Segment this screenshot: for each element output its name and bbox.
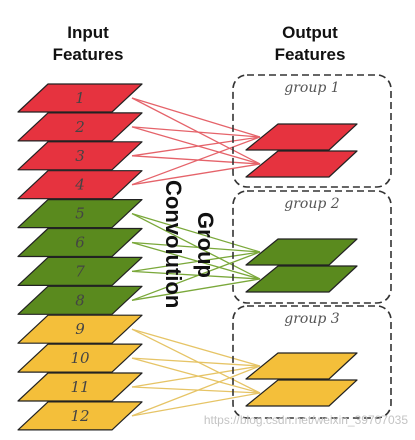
input-feature-layer — [17, 141, 143, 171]
group-label: group 2 — [284, 196, 340, 212]
output-header-line2: Features — [275, 45, 346, 64]
connection-line — [131, 328, 261, 367]
input-header-line2: Features — [53, 45, 124, 64]
connection-line — [131, 241, 261, 280]
side-label-group: Group — [193, 212, 218, 278]
connection-line — [131, 365, 261, 417]
input-feature-layer — [17, 285, 143, 315]
connection-line — [131, 365, 261, 388]
input-feature-layer — [17, 227, 143, 258]
input-feature-layer — [17, 343, 143, 373]
input-layer-number: 1 — [75, 89, 85, 107]
connection-line — [131, 126, 261, 165]
group-box — [232, 74, 392, 188]
input-feature-layer — [17, 401, 143, 431]
group-boxes: group 1 group 2 group 3 — [232, 74, 392, 419]
connection-line — [131, 328, 261, 394]
connection-line — [131, 136, 261, 186]
group-label: group 1 — [284, 80, 339, 96]
input-layer-number: 2 — [74, 118, 85, 136]
connection-line — [131, 212, 261, 253]
connection-line — [131, 270, 261, 280]
input-layer-number: 9 — [75, 320, 85, 338]
connection-line — [131, 251, 261, 301]
group-box — [232, 305, 392, 419]
input-layer-number: 10 — [70, 349, 90, 367]
input-layer-number: 11 — [70, 378, 89, 396]
output-feature-layer — [245, 379, 358, 407]
side-label-convolution: Convolution — [161, 180, 186, 308]
connection-line — [131, 357, 261, 394]
connection-line — [131, 136, 261, 157]
connection-line — [131, 357, 261, 367]
connection-line — [131, 392, 261, 417]
input-layer-number: 5 — [75, 205, 85, 223]
connection-line — [131, 241, 261, 253]
output-feature-layer — [245, 238, 358, 266]
output-feature-layer — [245, 123, 358, 151]
connection-line — [131, 155, 261, 165]
output-feature-layer — [245, 352, 358, 380]
connection-line — [131, 213, 261, 280]
connection-lines — [131, 97, 261, 417]
input-feature-layer — [17, 372, 143, 402]
input-layer-number: 3 — [75, 147, 85, 165]
input-layer-number: 8 — [75, 291, 85, 309]
input-feature-layer — [17, 314, 143, 344]
connection-line — [131, 126, 261, 138]
input-header-line1: Input — [67, 23, 109, 42]
input-feature-layer — [17, 83, 143, 113]
watermark: https://blog.csdn.net/weixin_39707035 — [204, 413, 408, 427]
connection-line — [131, 97, 261, 138]
input-feature-layer — [17, 170, 143, 200]
group-label: group 3 — [284, 311, 340, 327]
output-feature-layer — [245, 150, 358, 178]
connection-line — [131, 97, 261, 165]
input-layer-number: 7 — [75, 262, 85, 280]
output-header-line1: Output — [282, 23, 338, 42]
input-feature-layer — [17, 199, 143, 229]
input-feature-layer — [17, 112, 143, 142]
input-feature-layer — [17, 256, 143, 286]
output-feature-stack — [245, 123, 358, 407]
connection-line — [131, 278, 261, 301]
connection-line — [131, 251, 261, 273]
input-layer-number: 6 — [75, 234, 85, 252]
connection-line — [131, 386, 261, 394]
input-layer-number: 4 — [74, 176, 85, 194]
group-box — [232, 190, 392, 304]
connection-line — [131, 163, 261, 186]
output-feature-layer — [245, 265, 358, 293]
input-layer-number: 12 — [70, 407, 89, 425]
